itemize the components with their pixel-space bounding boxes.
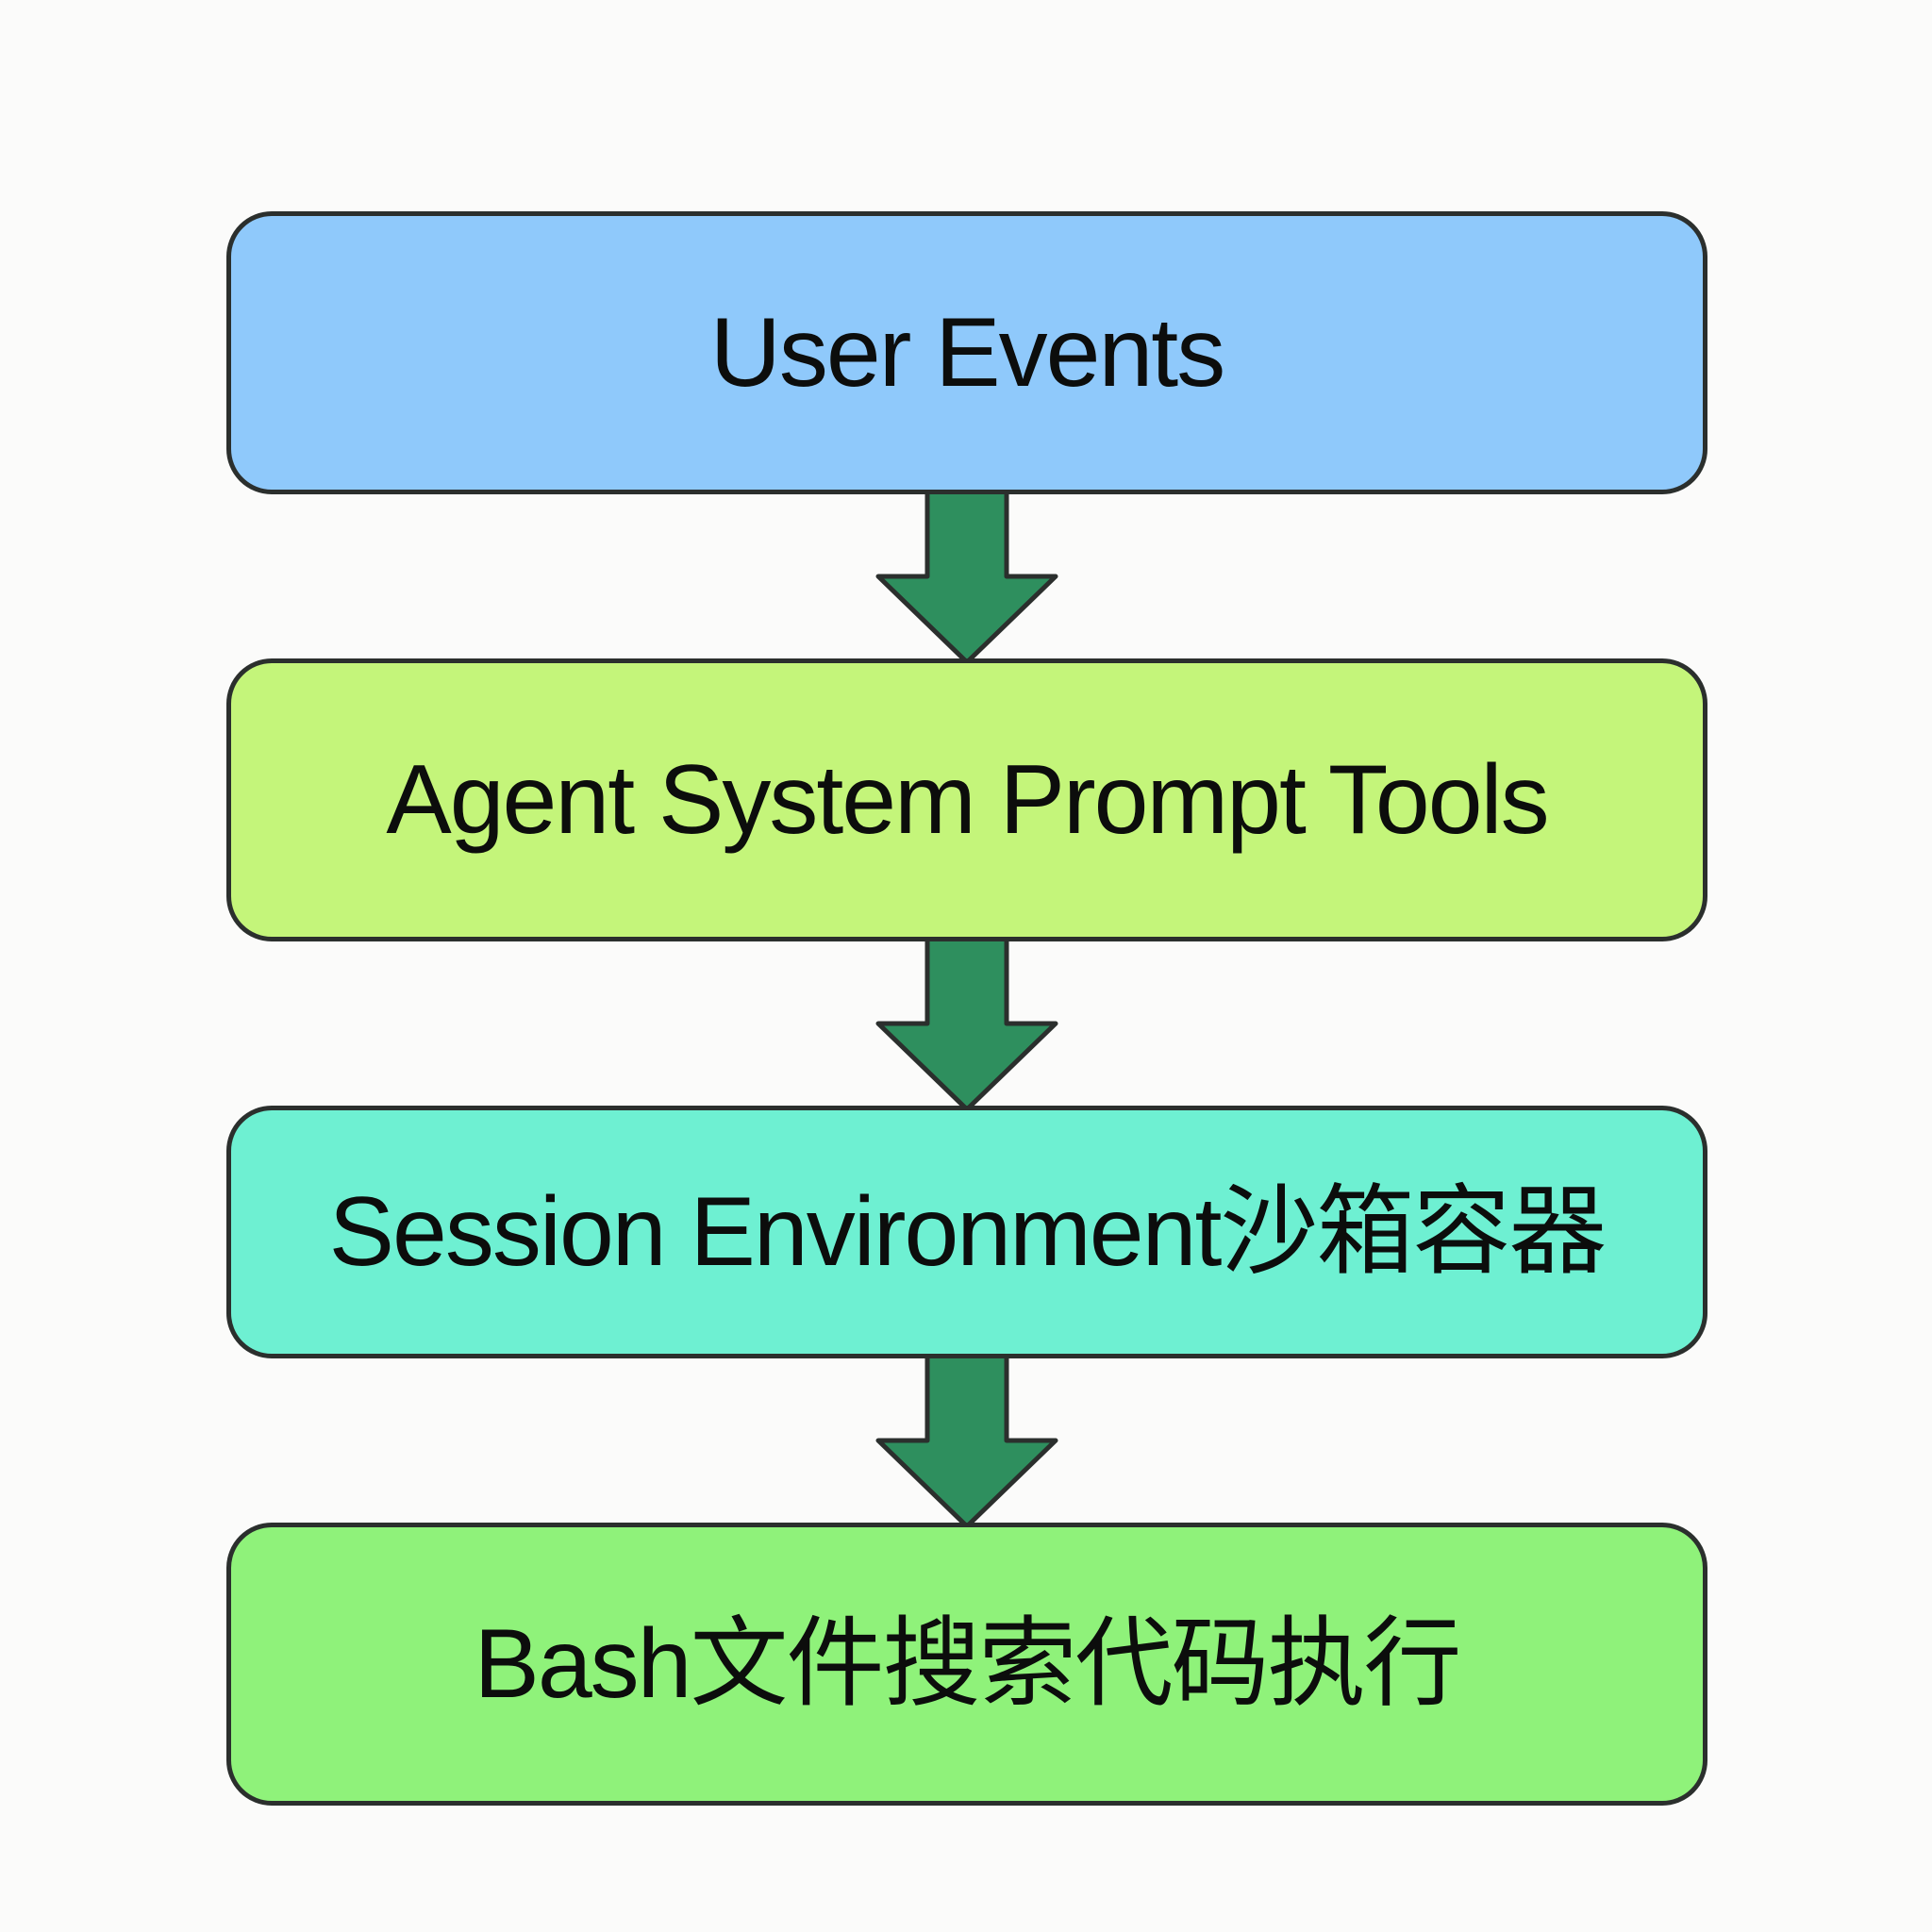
node-user-events-label: User Events: [709, 298, 1225, 408]
arrow-user-events-to-agent: [875, 488, 1058, 665]
node-bash-tools-label: Bash文件搜索代码执行: [474, 1609, 1461, 1719]
node-agent-system-prompt-tools: Agent System Prompt Tools: [226, 658, 1707, 941]
node-session-environment-label: Session Environment沙箱容器: [328, 1177, 1607, 1287]
node-user-events: User Events: [226, 211, 1707, 494]
node-agent-system-prompt-tools-label: Agent System Prompt Tools: [386, 745, 1549, 855]
arrow-agent-to-session: [875, 935, 1058, 1112]
arrow-session-to-bash: [875, 1352, 1058, 1529]
node-bash-tools: Bash文件搜索代码执行: [226, 1523, 1707, 1806]
node-session-environment: Session Environment沙箱容器: [226, 1106, 1707, 1358]
